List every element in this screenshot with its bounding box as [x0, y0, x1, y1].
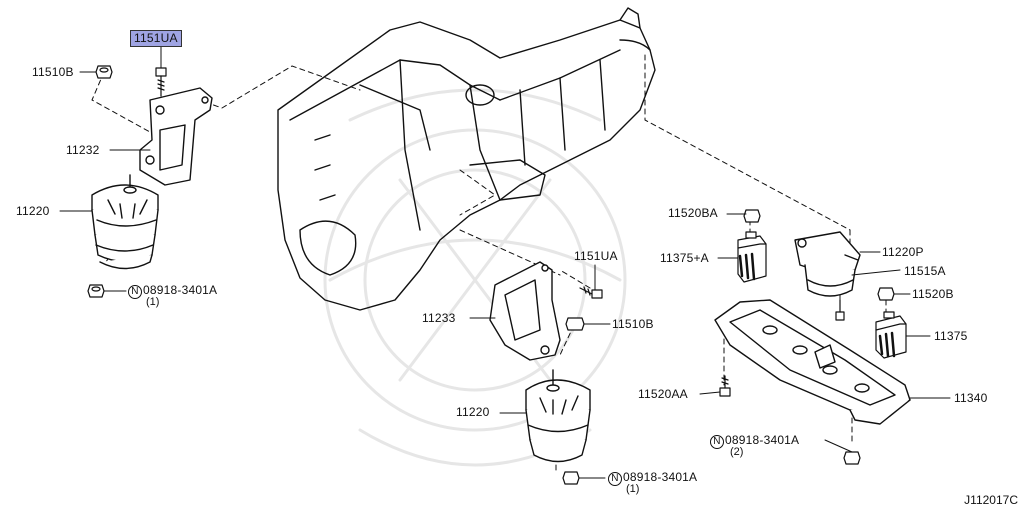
watermark-emblem — [323, 88, 627, 467]
part-number: 08918-3401A — [725, 433, 800, 447]
quantity-08918-right: (2) — [730, 446, 744, 458]
part-label-11232[interactable]: 11232 — [66, 143, 100, 157]
part-label-11515A[interactable]: 11515A — [904, 264, 946, 278]
nut-08918-right — [843, 451, 861, 465]
callout-lines — [59, 45, 951, 479]
nut-symbol-icon: N — [608, 472, 622, 486]
stopper-11375 — [875, 311, 907, 359]
part-label-11220-left[interactable]: 11220 — [16, 204, 50, 218]
part-label-11220P[interactable]: 11220P — [882, 245, 924, 259]
part-number: 08918-3401A — [143, 283, 218, 297]
transmission — [277, 7, 656, 311]
bracket-11233 — [489, 261, 561, 361]
bolt-11520AA — [719, 375, 731, 397]
nut-11510B-mid — [565, 317, 585, 331]
engine-mount-11220P — [794, 231, 861, 297]
nut-11520BA — [743, 209, 761, 223]
bracket-11232 — [139, 87, 213, 186]
stopper-11375A — [737, 231, 767, 283]
bolt-1151UA-mid — [579, 286, 603, 299]
quantity-08918-left: (1) — [146, 296, 160, 308]
nut-11510B-left — [95, 65, 113, 79]
nut-08918-mid — [562, 471, 580, 485]
part-label-11510B-mid[interactable]: 11510B — [612, 317, 654, 331]
engine-mount-11220-mid — [525, 369, 591, 463]
part-label-11375A[interactable]: 11375+A — [660, 251, 709, 265]
bolt-1151UA-top — [155, 67, 167, 97]
part-label-11375[interactable]: 11375 — [934, 329, 968, 343]
nut-11520B — [877, 287, 895, 301]
nut-08918-left — [87, 284, 105, 298]
crossmember-11340 — [714, 299, 911, 425]
part-label-11220-mid[interactable]: 11220 — [456, 405, 490, 419]
engine-mount-11220-left — [91, 174, 159, 270]
part-number: 08918-3401A — [623, 470, 698, 484]
nut-symbol-icon: N — [710, 435, 724, 449]
part-label-11510B-left[interactable]: 11510B — [32, 65, 74, 79]
part-label-11520AA[interactable]: 11520AA — [638, 387, 688, 401]
part-label-11340[interactable]: 11340 — [954, 391, 988, 405]
part-label-1151UA-highlighted[interactable]: 1151UA — [130, 30, 182, 47]
part-label-11233[interactable]: 11233 — [422, 311, 456, 325]
part-label-11520B[interactable]: 11520B — [912, 287, 954, 301]
part-label-11520BA[interactable]: 11520BA — [668, 206, 718, 220]
quantity-08918-mid: (1) — [626, 483, 640, 495]
bolt-11515A — [835, 299, 845, 321]
part-label-1151UA-mid[interactable]: 1151UA — [574, 249, 618, 263]
nut-symbol-icon: N — [128, 285, 142, 299]
figure-code: J112017C — [964, 493, 1018, 507]
